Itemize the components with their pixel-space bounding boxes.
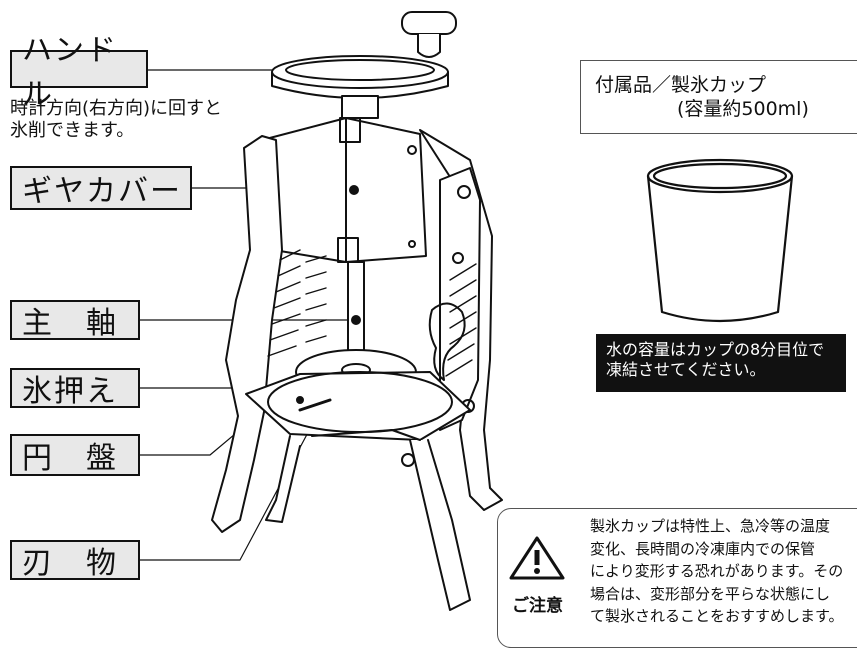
caution-label: ご注意: [512, 596, 563, 616]
label-ice-press-text: 氷押え: [22, 374, 118, 409]
handle-description-line-2: 氷削できます。: [10, 120, 135, 141]
caution-line-5: て製氷されることをおすすめします。: [590, 607, 844, 625]
handle-description: 時計方向(右方向)に回すと 氷削できます。: [10, 98, 222, 142]
caution-box: ご注意 製氷カップは特性上、急冷等の温度 変化、長時間の冷凍庫内での保管 により…: [497, 508, 857, 648]
gear-cover-shape: [261, 117, 427, 263]
label-blade: 刃 物: [10, 540, 140, 581]
ice-press-and-disk: [245, 349, 471, 441]
caution-text: 製氷カップは特性上、急冷等の温度 変化、長時間の冷凍庫内での保管 により変形する…: [590, 515, 857, 628]
label-main-shaft: 主 軸: [10, 300, 140, 341]
ice-cup-shape: [646, 158, 794, 323]
label-gear-cover: ギヤカバー: [10, 166, 192, 210]
accessory-capacity: (容量約500ml): [677, 98, 809, 120]
accessory-box: 付属品／製氷カップ (容量約500ml): [580, 60, 857, 134]
label-gear-cover-text: ギヤカバー: [22, 174, 182, 209]
left-frame: [211, 135, 327, 533]
caution-line-4: 場合は、変形部分を平らな状態にし: [590, 584, 831, 603]
warning-icon: [509, 536, 565, 580]
main-shaft-shape: [347, 261, 365, 361]
label-blade-text: 刃 物: [22, 546, 118, 581]
handle-description-line-1: 時計方向(右方向)に回すと: [10, 98, 223, 119]
water-notice: 水の容量はカップの8分目位で 凍結させてください。: [596, 334, 846, 392]
label-disk: 円 盤: [10, 434, 140, 476]
handle-crank: [271, 11, 457, 119]
accessory-title: 付属品／製氷カップ: [595, 74, 767, 96]
label-ice-press: 氷押え: [10, 368, 140, 409]
label-handle: ハンドル: [10, 33, 148, 112]
label-handle-text: ハンドル: [22, 33, 118, 112]
ice-shaver-illustration: [139, 11, 794, 611]
right-frame: [401, 129, 503, 511]
water-notice-line-1: 水の容量はカップの8分目位で: [606, 340, 825, 359]
caution-line-3: により変形する恐れがあります。その: [590, 562, 844, 580]
caution-line-2: 変化、長時間の冷凍庫内での保管: [590, 539, 816, 558]
legs: [265, 429, 471, 611]
label-main-shaft-text: 主 軸: [22, 306, 118, 341]
water-notice-line-2: 凍結させてください。: [606, 360, 766, 379]
caution-line-1: 製氷カップは特性上、急冷等の温度: [590, 517, 831, 535]
label-disk-text: 円 盤: [22, 441, 118, 476]
